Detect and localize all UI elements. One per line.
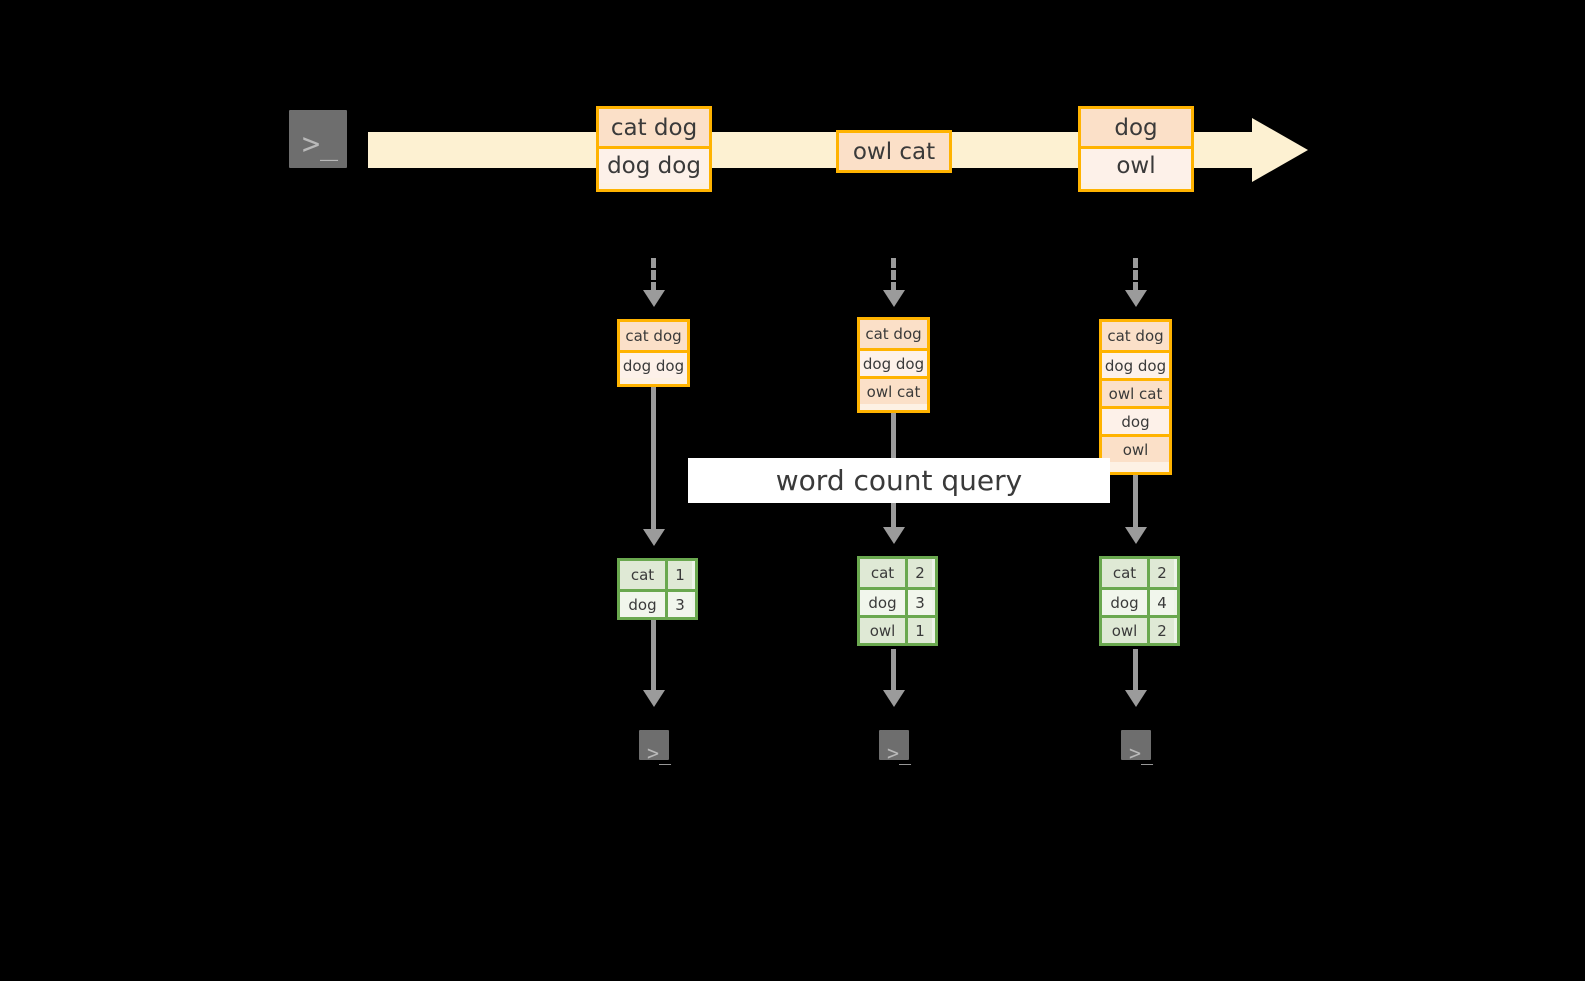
snapshot-3-query-arrow-head <box>1125 527 1147 544</box>
stream-event-row: owl <box>1081 146 1191 183</box>
result-word: dog <box>860 590 905 615</box>
result-count: 3 <box>905 590 932 615</box>
table-row: owl 2 <box>1102 615 1177 643</box>
terminal-screen: >_ <box>289 110 347 168</box>
snapshot-3-input-table[interactable]: cat dog dog dog owl cat dog owl <box>1099 319 1172 475</box>
snapshot-1-sink-arrow-head <box>643 690 665 707</box>
stream-event-row: owl cat <box>839 133 949 170</box>
result-count: 3 <box>665 592 692 617</box>
stream-event-2[interactable]: owl cat <box>836 130 952 173</box>
result-count: 2 <box>905 559 932 587</box>
snapshot-1-input-row: cat dog <box>620 322 687 350</box>
stream-event-row: dog <box>1081 109 1191 146</box>
stream-event-1[interactable]: cat dog dog dog <box>596 106 712 192</box>
terminal-prompt-glyph: >_ <box>887 741 912 765</box>
result-word: cat <box>860 559 905 587</box>
snapshot-2-dashed-arrow-head <box>883 290 905 307</box>
result-word: cat <box>620 561 665 589</box>
result-count: 1 <box>905 618 932 643</box>
table-row: dog 3 <box>620 589 695 617</box>
snapshot-2-result-table[interactable]: cat 2 dog 3 owl 1 <box>857 556 938 646</box>
snapshot-3-sink-arrow-head <box>1125 690 1147 707</box>
result-word: owl <box>1102 618 1147 643</box>
stream-arrow-head <box>1252 118 1308 182</box>
snapshot-2-input-row: cat dog <box>860 320 927 348</box>
result-count: 2 <box>1147 559 1174 587</box>
snapshot-1-dashed-connector <box>651 258 656 292</box>
terminal-prompt-glyph: >_ <box>302 127 339 162</box>
table-row: dog 4 <box>1102 587 1177 615</box>
snapshot-2-input-table[interactable]: cat dog dog dog owl cat <box>857 317 930 413</box>
table-row: cat 2 <box>860 559 935 587</box>
snapshot-3-input-row: owl cat <box>1102 378 1169 406</box>
terminal-screen: >_ <box>1121 730 1154 765</box>
snapshot-2-sink-arrow-head <box>883 690 905 707</box>
snapshot-1-input-row: dog dog <box>620 350 687 378</box>
snapshot-2-query-arrow-head <box>883 527 905 544</box>
snapshot-3-dashed-arrow-head <box>1125 290 1147 307</box>
snapshot-1-result-table[interactable]: cat 1 dog 3 <box>617 558 698 620</box>
stream-event-3[interactable]: dog owl <box>1078 106 1194 192</box>
snapshot-2-sink-terminal-icon[interactable]: >_ <box>868 719 920 771</box>
snapshot-3-input-row: cat dog <box>1102 322 1169 350</box>
snapshot-3-query-arrow <box>1133 475 1138 529</box>
snapshot-3-sink-arrow <box>1133 649 1138 692</box>
snapshot-2-dashed-connector <box>891 258 896 292</box>
terminal-prompt-glyph: >_ <box>647 741 672 765</box>
terminal-screen: >_ <box>639 730 672 765</box>
snapshot-1-sink-arrow <box>651 620 656 692</box>
result-word: owl <box>860 618 905 643</box>
snapshot-1-sink-terminal-icon[interactable]: >_ <box>628 719 680 771</box>
result-count: 2 <box>1147 618 1174 643</box>
table-row: cat 2 <box>1102 559 1177 587</box>
snapshot-3-result-table[interactable]: cat 2 dog 4 owl 2 <box>1099 556 1180 646</box>
table-row: dog 3 <box>860 587 935 615</box>
result-count: 4 <box>1147 590 1174 615</box>
table-row: owl 1 <box>860 615 935 643</box>
stream-event-row: dog dog <box>599 146 709 183</box>
snapshot-3-sink-terminal-icon[interactable]: >_ <box>1110 719 1162 771</box>
terminal-icon[interactable]: >_ <box>278 99 358 179</box>
result-word: dog <box>620 592 665 617</box>
stream-event-row: cat dog <box>599 109 709 146</box>
snapshot-2-input-row: dog dog <box>860 348 927 376</box>
snapshot-3-dashed-connector <box>1133 258 1138 292</box>
terminal-prompt-glyph: >_ <box>1129 741 1154 765</box>
snapshot-1-dashed-arrow-head <box>643 290 665 307</box>
result-count: 1 <box>665 561 692 589</box>
snapshot-2-sink-arrow <box>891 649 896 692</box>
snapshot-1-query-arrow <box>651 387 656 531</box>
table-row: cat 1 <box>620 561 695 589</box>
snapshot-3-input-row: owl <box>1102 434 1169 462</box>
snapshot-3-input-row: dog <box>1102 406 1169 434</box>
snapshot-3-input-row: dog dog <box>1102 350 1169 378</box>
snapshot-1-input-table[interactable]: cat dog dog dog <box>617 319 690 387</box>
terminal-screen: >_ <box>879 730 912 765</box>
result-word: dog <box>1102 590 1147 615</box>
query-label: word count query <box>688 458 1110 503</box>
result-word: cat <box>1102 559 1147 587</box>
snapshot-1-query-arrow-head <box>643 529 665 546</box>
snapshot-2-input-row: owl cat <box>860 376 927 404</box>
